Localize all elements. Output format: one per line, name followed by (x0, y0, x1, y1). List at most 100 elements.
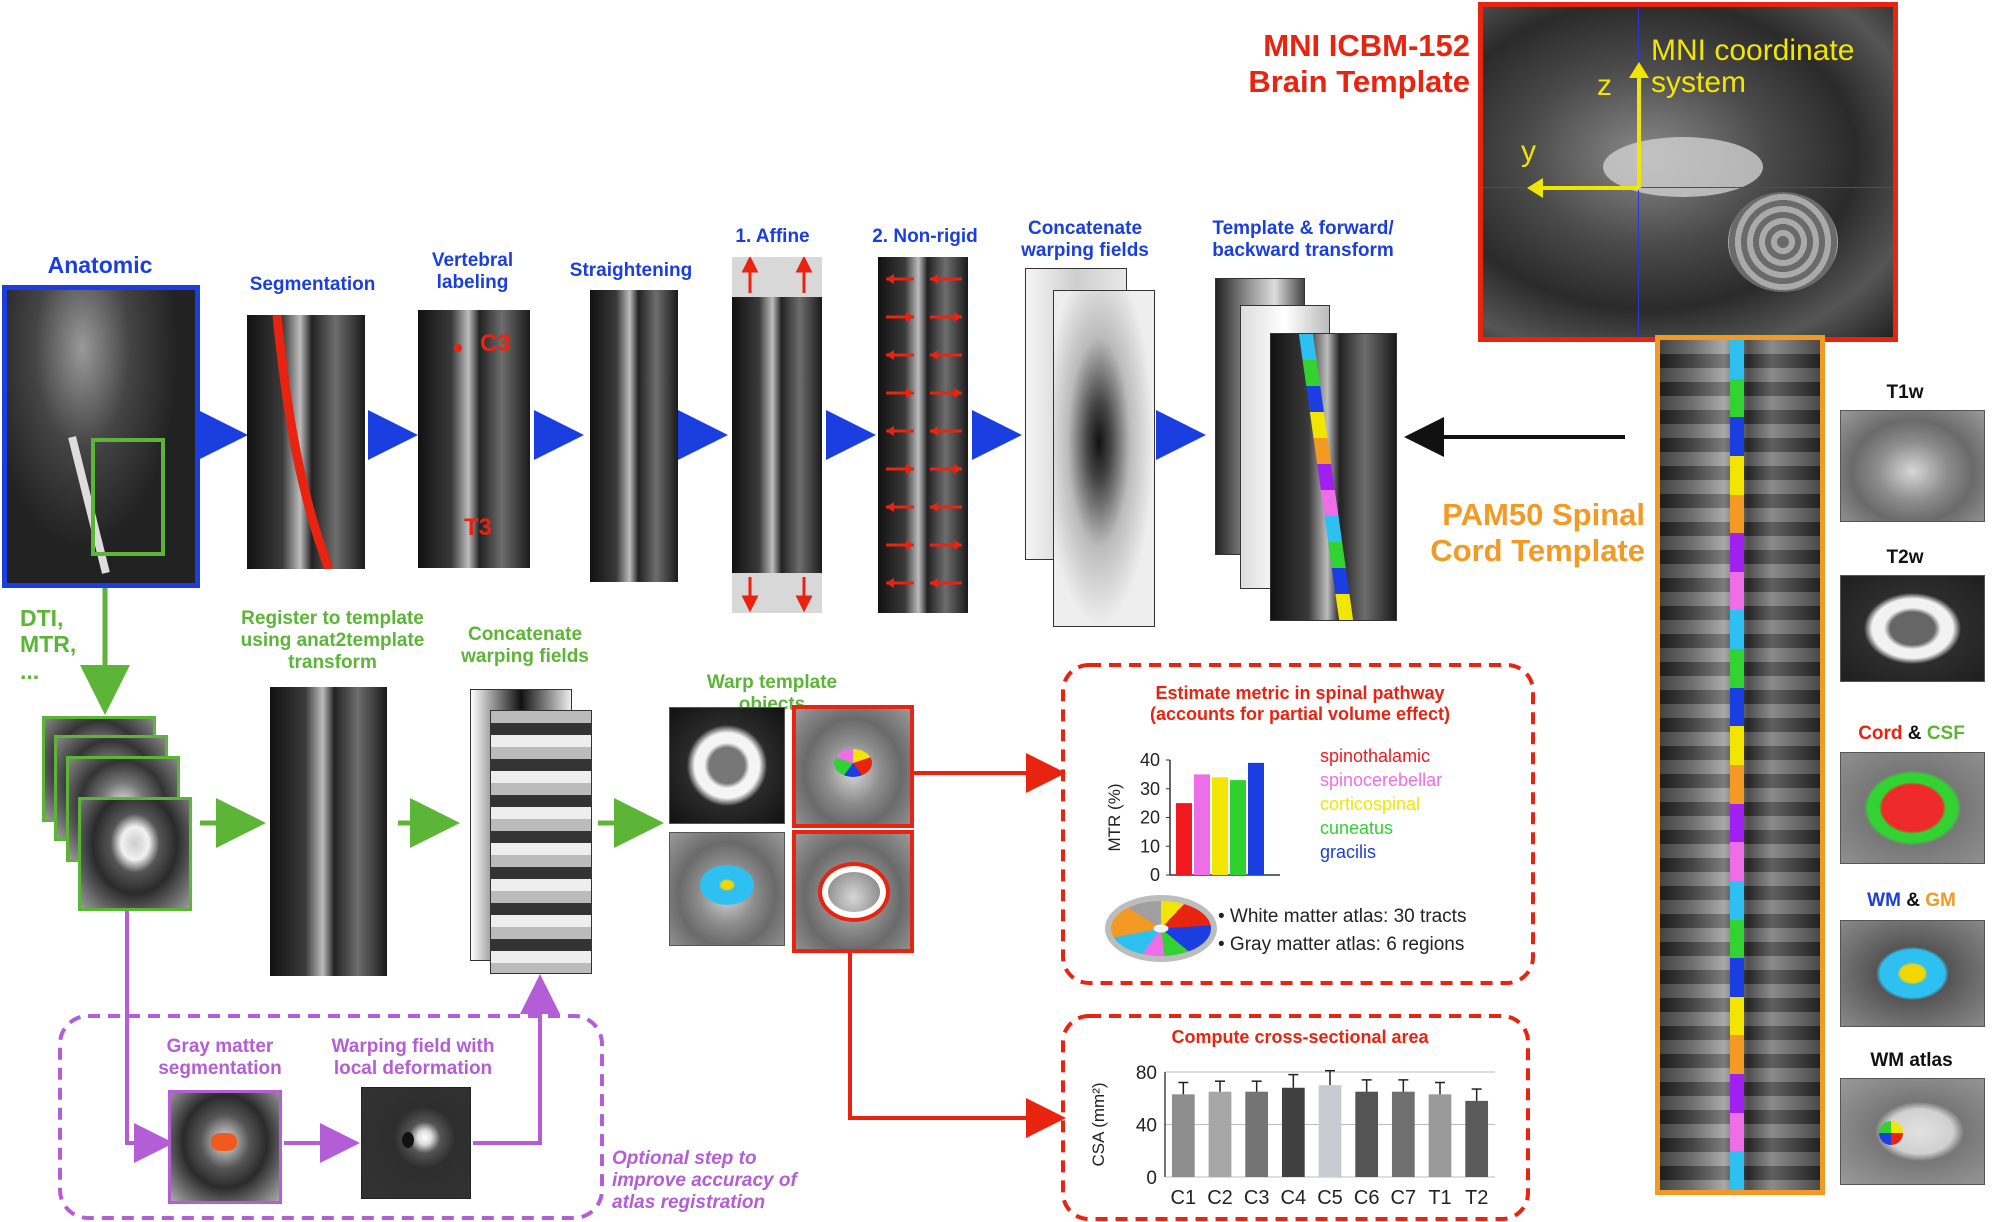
level-segment (1317, 464, 1335, 490)
arrow-dti-to-gm (125, 888, 174, 1163)
csa-category-label: C1 (1171, 1187, 1197, 1209)
warp-arrow-head (930, 502, 938, 512)
affine-image (732, 257, 822, 613)
output-arrows (848, 753, 1066, 1138)
warp-arrow-head (930, 426, 938, 436)
level-segment (1730, 649, 1744, 688)
warp-wm-swatch (700, 865, 754, 905)
warp-arrow-head (886, 426, 894, 436)
mni-coord-line2: system (1651, 65, 1747, 99)
csa-tick-label: 80 (1136, 1063, 1157, 1084)
mtr-bar (1176, 803, 1192, 875)
level-segment (1730, 880, 1744, 920)
mtr-legend-item: gracilis (1320, 842, 1376, 862)
csa-bar (1428, 1094, 1452, 1177)
c3-dot (454, 344, 462, 352)
mni-coord-label: MNI coordinate system (1651, 35, 1854, 98)
register-line1: Register to template (241, 608, 424, 629)
mtr-legend-item: cuneatus (1320, 818, 1393, 838)
level-segment (1328, 542, 1346, 568)
nonrigid-label: 2. Non-rigid (872, 226, 978, 247)
gm-seg-image (168, 1090, 282, 1204)
csa-bar (1281, 1087, 1305, 1177)
mtr-legend-item: spinocerebellar (1320, 770, 1442, 790)
mtr-bar (1230, 780, 1246, 875)
anatomic-image (2, 285, 200, 588)
brain-title-line1: MNI ICBM-152 (1263, 28, 1470, 63)
vertebral-line2: labeling (436, 271, 509, 293)
dti-line1: DTI, (20, 605, 64, 631)
dti-label: DTI, MTR, ... (20, 605, 100, 684)
segmentation-label: Segmentation (249, 274, 376, 295)
metric-title-line2: (accounts for partial volume effect) (1149, 703, 1451, 724)
roi-box (91, 438, 165, 556)
warp-t2-panel (669, 707, 785, 824)
cerebellum (1728, 192, 1838, 292)
level-segment (1313, 438, 1332, 464)
pam50-template-image (1655, 335, 1825, 1195)
level-segment (1730, 455, 1744, 495)
warp-arrow-head (906, 388, 914, 398)
level-segment (1730, 378, 1744, 418)
metric-title-line1: Estimate metric in spinal pathway (1155, 683, 1445, 703)
mtr-y-label: MTR (%) (1105, 784, 1124, 852)
optional-note: Optional step to improve accuracy of atl… (612, 1148, 842, 1214)
level-segment (1730, 958, 1744, 997)
atlas-thumbnail (1105, 895, 1217, 962)
mtr-bar (1194, 774, 1210, 875)
dti-line2: MTR, (20, 631, 77, 658)
warp-arrow-head (954, 312, 962, 322)
csa-title: Compute cross-sectional area (1171, 1027, 1429, 1047)
concat-bottom-line1: Concatenate (467, 624, 583, 645)
csa-bar (1465, 1100, 1489, 1177)
template-transform-label: Template & forward/ backward transform (1198, 218, 1408, 262)
mtr-legend-item: spinothalamic (1320, 746, 1430, 766)
level-segment (1306, 386, 1324, 412)
t2w-label: T2w (1886, 547, 1924, 568)
gm-butterfly (211, 1133, 237, 1151)
t1w-label: T1w (1886, 382, 1924, 403)
warp-arrow-head (954, 464, 962, 474)
nonrigid-arrows (886, 274, 962, 588)
register-line3: transform (288, 651, 377, 673)
csf-word: CSF (1926, 723, 1965, 744)
level-segment (1730, 417, 1744, 456)
template-line1: Template & forward/ (1212, 218, 1394, 239)
mtr-tick-label: 30 (1140, 779, 1160, 799)
pam50-line2: Cord Template (1430, 532, 1645, 568)
level-segment (1730, 1112, 1744, 1152)
level-segment (1730, 1151, 1744, 1190)
level-segment (1730, 340, 1744, 379)
pam50-title: PAM50 Spinal Cord Template (1410, 497, 1645, 568)
cord-word: Cord (1858, 723, 1903, 744)
concat-top-line2: warping fields (1021, 239, 1149, 261)
optional-arrows (125, 888, 560, 1163)
brain-title-line2: Brain Template (1248, 63, 1470, 99)
c3-label: C3 (480, 330, 511, 357)
level-segment (1320, 490, 1339, 516)
gm-word: GM (1925, 890, 1956, 911)
level-segment (1302, 360, 1321, 386)
axial-line (1483, 187, 1893, 188)
warp-arrow-head (906, 312, 914, 322)
csa-bar (1245, 1091, 1269, 1177)
wm-gm-panel (1840, 920, 1985, 1027)
t2w-panel (1840, 575, 1985, 682)
affine-arrows (741, 257, 813, 613)
csa-category-label: C4 (1281, 1187, 1307, 1209)
csa-category-label: C3 (1244, 1187, 1270, 1209)
level-segment (1730, 803, 1744, 843)
concat-top-label: Concatenate warping fields (1005, 218, 1165, 262)
note-line1: Optional step to (612, 1148, 757, 1169)
mtr-bar (1212, 777, 1228, 875)
csa-category-label: C7 (1391, 1187, 1417, 1209)
level-segment (1298, 334, 1317, 360)
csa-tick-label: 0 (1146, 1168, 1157, 1189)
concat-bottom-front (490, 710, 592, 974)
gm-seg-label: Gray matter segmentation (140, 1036, 300, 1080)
wf-label: Warping field with local deformation (318, 1036, 508, 1080)
affine-label: 1. Affine (735, 226, 810, 247)
mtr-legend-item: corticospinal (1320, 794, 1420, 814)
gm-line1: Gray matter (166, 1036, 274, 1057)
